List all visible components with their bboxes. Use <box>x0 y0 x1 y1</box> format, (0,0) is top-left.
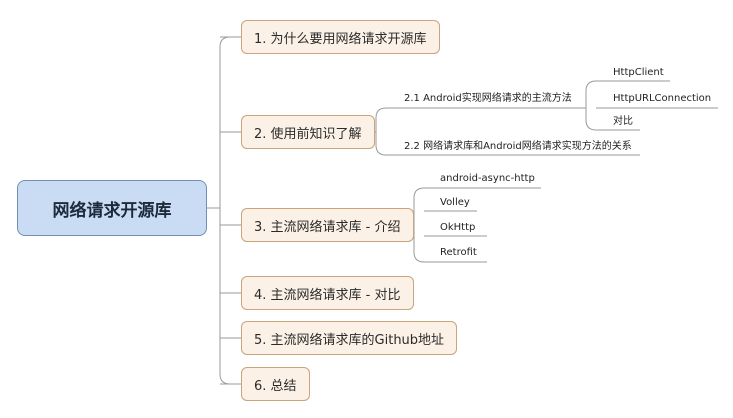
sub-2-1-label[interactable]: 2.1 Android实现网络请求的主流方法 <box>404 93 572 104</box>
topic-2-node[interactable]: 2. 使用前知识了解 <box>241 115 375 149</box>
root-node[interactable]: 网络请求开源库 <box>17 180 207 236</box>
leaf-httpurlconnection-label[interactable]: HttpURLConnection <box>613 93 712 104</box>
sub-2-2-label[interactable]: 2.2 网络请求库和Android网络请求实现方法的关系 <box>404 141 632 152</box>
topic2-trunk <box>375 107 387 156</box>
topic-5-node[interactable]: 5. 主流网络请求库的Github地址 <box>241 321 458 355</box>
topic-1-node[interactable]: 1. 为什么要用网络请求开源库 <box>241 20 440 54</box>
leaf-compare-label[interactable]: 对比 <box>613 116 633 127</box>
leaf-httpclient-label[interactable]: HttpClient <box>613 67 664 78</box>
leaf-volley-label[interactable]: Volley <box>440 197 470 208</box>
topic-6-node[interactable]: 6. 总结 <box>241 367 310 401</box>
leaf-android-async-http-label[interactable]: android-async-http <box>440 173 535 184</box>
leaf-retrofit-label[interactable]: Retrofit <box>440 247 477 258</box>
topic-3-node[interactable]: 3. 主流网络请求库 - 介绍 <box>241 208 414 242</box>
main-trunk <box>219 36 231 385</box>
leaves-2-1-trunk <box>585 80 597 131</box>
topic-4-node[interactable]: 4. 主流网络请求库 - 对比 <box>241 276 414 310</box>
topic3-trunk <box>413 187 425 263</box>
leaf-okhttp-label[interactable]: OkHttp <box>440 222 476 233</box>
